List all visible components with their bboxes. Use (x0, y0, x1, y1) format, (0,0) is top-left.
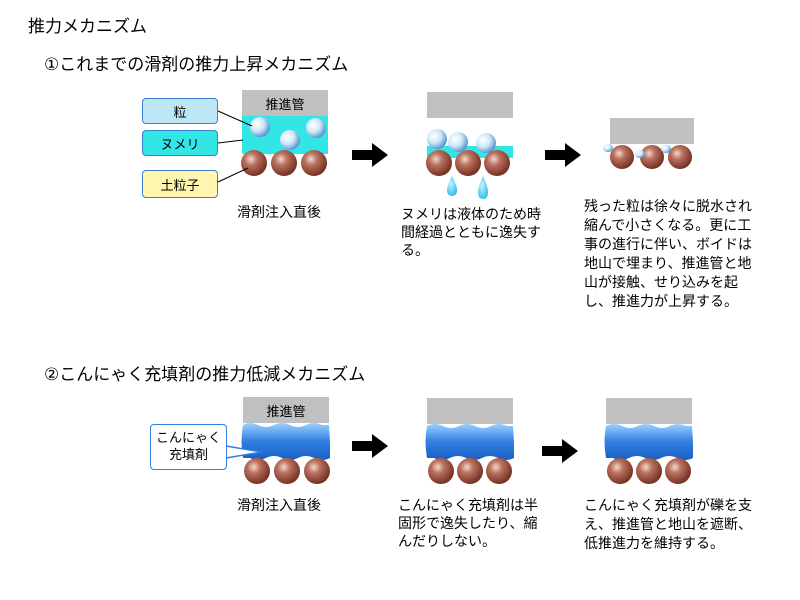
s1-soil (484, 150, 510, 176)
label-slime: ヌメリ (142, 130, 218, 156)
s1-grain (250, 117, 270, 137)
s2-caption-3: こんにゃく充填剤が礫を支え、推進管と地山を遮断、低推進力を維持する。 (584, 498, 752, 552)
droplet-icon (447, 176, 457, 196)
s1-caption-3: 残った粒は徐々に脱水され縮んで小さくなる。更に工事の進行に伴い、ボイドは地山で埋… (584, 199, 752, 310)
arrow-icon (352, 143, 388, 167)
s2-pipe-3 (606, 398, 692, 424)
label-filler: こんにゃく充填剤 (150, 424, 227, 470)
s1-soil (241, 150, 267, 176)
s2-soil (636, 458, 662, 484)
s1-grain (476, 133, 496, 153)
s1-grain (427, 129, 447, 149)
s1-soil (426, 150, 452, 176)
s1-caption-1: 滑剤注入直後 (237, 205, 321, 221)
s1-pipe-3 (610, 118, 694, 144)
s1-soil (455, 150, 481, 176)
s1-panel1 (241, 90, 328, 176)
s2-pipe-2 (427, 398, 513, 424)
s2-soil (428, 458, 454, 484)
page-title: 推力メカニズム (28, 17, 147, 37)
s2-panel3 (604, 398, 693, 484)
leader-line (217, 110, 253, 127)
s2-soil (274, 458, 300, 484)
s2-soil (607, 458, 633, 484)
label-pipe-s1: 推進管 (265, 97, 305, 113)
s2-filler-2 (425, 424, 514, 460)
s2-filler-1 (241, 423, 330, 460)
s2-panel2 (425, 398, 514, 484)
arrow-icon (545, 143, 581, 167)
label-soil: 土粒子 (142, 170, 218, 198)
s1-soil (301, 150, 327, 176)
label-pipe-s2: 推進管 (266, 404, 306, 420)
arrow-icon (352, 434, 388, 458)
section2-heading: ②こんにゃく充填剤の推力低減メカニズム (44, 365, 366, 385)
leader-line (217, 167, 249, 183)
s1-soil (271, 150, 297, 176)
s2-caption-1: 滑剤注入直後 (237, 498, 321, 514)
arrow-icon (542, 439, 578, 463)
s1-grain (306, 118, 326, 138)
s2-soil (244, 458, 270, 484)
droplet-icon (478, 176, 488, 199)
s1-grain (280, 130, 300, 150)
s2-pipe-1 (243, 397, 329, 423)
label-grain: 粒 (142, 98, 218, 124)
s2-soil (304, 458, 330, 484)
s1-soil (610, 145, 634, 169)
s2-soil (457, 458, 483, 484)
s1-shrunk-grain (603, 144, 613, 152)
leader-line (217, 139, 244, 144)
s2-soil (665, 458, 691, 484)
s1-soil (640, 145, 664, 169)
s2-caption-2: こんにゃく充填剤は半固形で逸失したり、縮んだりしない。 (398, 498, 538, 550)
s1-shrunk-grain (635, 150, 645, 158)
s1-panel2 (426, 92, 513, 199)
section1-heading: ①これまでの滑剤の推力上昇メカニズム (44, 55, 349, 75)
s2-filler-3 (604, 424, 693, 460)
s2-soil (486, 458, 512, 484)
s1-pipe-2 (427, 92, 513, 118)
s1-shrunk-grain (661, 145, 671, 153)
s1-grain (448, 132, 468, 152)
s2-panel1 (241, 397, 330, 484)
s1-panel3 (603, 118, 694, 169)
s1-soil (668, 145, 692, 169)
s1-pipe-1 (242, 90, 328, 116)
s1-caption-2: ヌメリは液体のため時間経過とともに逸失する。 (401, 207, 541, 259)
